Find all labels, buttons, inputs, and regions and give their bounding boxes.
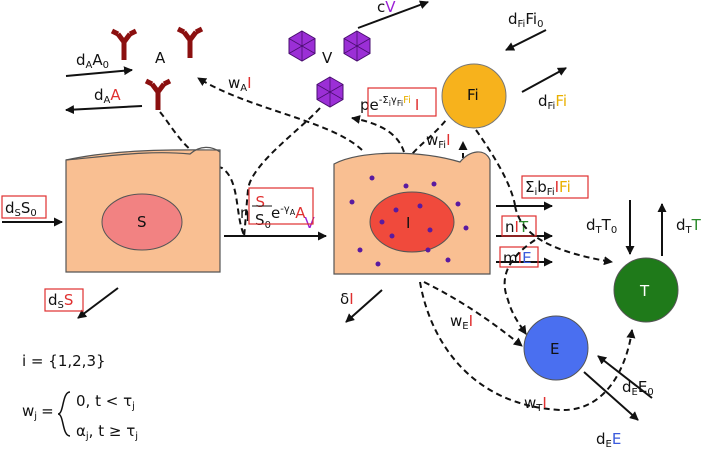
w-case2: αj, t ≥ τj: [76, 422, 138, 442]
virus-icon: [316, 76, 344, 108]
antibody-icons: [112, 29, 202, 110]
index-set: i = {1,2,3}: [22, 352, 106, 370]
antibody-icon: [112, 31, 136, 60]
s-label: S: [137, 213, 147, 231]
label-dAA0: dAA0: [76, 51, 109, 71]
virus-icon: [343, 30, 371, 62]
s-cell: S: [65, 146, 221, 273]
label-dSS: dSS: [48, 291, 73, 311]
i-label: I: [406, 214, 410, 232]
label-nIT: nIT: [505, 218, 529, 236]
fi-label: Fi: [467, 86, 479, 104]
dSS0-box: [1, 195, 47, 219]
mIE-box: [499, 246, 539, 268]
e-label: E: [550, 340, 559, 358]
label-dFiFi0: dFiFi0: [508, 10, 543, 30]
t-node: [613, 257, 679, 323]
label-wEI: wEI: [450, 312, 473, 332]
piecewise-brace: [57, 391, 71, 437]
virus-label: V: [322, 49, 333, 67]
w-lhs: wj=: [22, 402, 54, 422]
label-deltaI: δI: [340, 290, 354, 308]
virus-icon: [288, 30, 316, 62]
label-dAA: dAA: [94, 86, 121, 106]
antibody-icon: [146, 81, 170, 110]
label-mIE: mIE: [503, 249, 532, 267]
antibody-label: A: [155, 49, 166, 67]
label-wFiI: wFiI: [426, 131, 451, 151]
label-dEE: dEE: [596, 430, 621, 450]
fi-node: [441, 63, 507, 129]
label-dEE0: dEE0: [622, 378, 654, 398]
w-case1: 0, t < τj: [76, 392, 135, 412]
s-nucleus: [101, 193, 183, 251]
t-label: T: [639, 282, 650, 300]
label-dSS0: dSS0: [5, 199, 37, 219]
label-dFiFi: dFiFi: [538, 92, 567, 112]
label-cV: cV: [377, 0, 396, 16]
label-sumbFi: ΣibFiIFi: [525, 178, 571, 198]
virion-dots: [349, 175, 469, 267]
label-dTT0: dTT0: [586, 216, 617, 236]
antibody-icon: [178, 29, 202, 58]
e-node: [523, 315, 589, 381]
label-wTI: wTI: [524, 394, 547, 414]
sumbFi-box: [521, 175, 589, 199]
dSS-box: [44, 288, 84, 312]
label-wAI: wAI: [228, 74, 252, 94]
label-dTT: dTT: [676, 216, 702, 236]
production-box: [367, 87, 437, 117]
infection-box: [248, 187, 314, 225]
i-cell: I: [333, 151, 491, 275]
